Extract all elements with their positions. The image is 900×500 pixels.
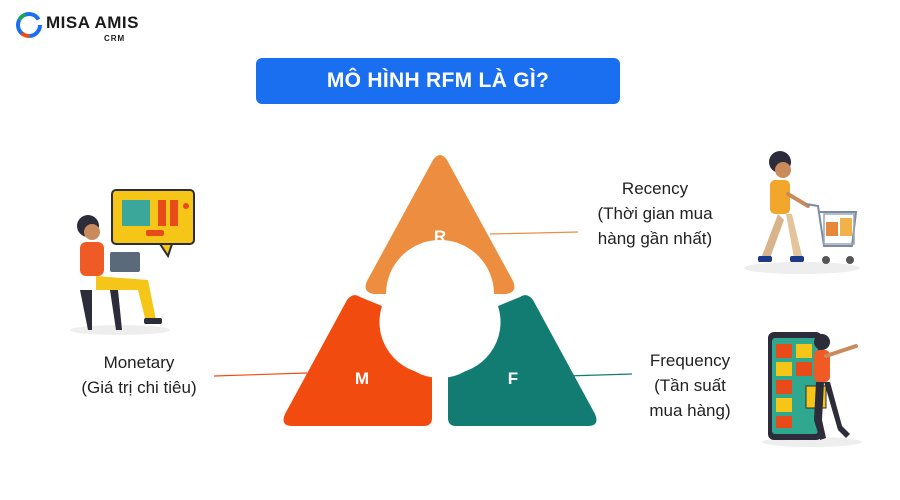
brand-sub: CRM — [104, 34, 126, 43]
caption-frequency-desc-1: (Tần suất — [654, 376, 726, 395]
page-title: MÔ HÌNH RFM LÀ GÌ? — [256, 58, 620, 104]
caption-recency-name: Recency — [621, 179, 689, 198]
caption-recency: Recency (Thời gian mua hàng gần nhất) — [570, 176, 740, 251]
segment-r-letter: R — [434, 227, 446, 246]
misa-logo-icon — [16, 12, 42, 38]
connector-m — [213, 372, 308, 377]
caption-monetary: Monetary (Giá trị chi tiêu) — [56, 350, 222, 400]
connector-r — [489, 231, 579, 235]
caption-recency-desc-1: (Thời gian mua — [597, 204, 713, 223]
caption-frequency-desc-2: mua hàng) — [649, 401, 731, 420]
caption-frequency: Frequency (Tần suất mua hàng) — [620, 348, 760, 423]
shopper-with-cart-illustration — [744, 151, 860, 274]
brand-logo: MISA AMIS CRM — [16, 12, 156, 48]
caption-frequency-name: Frequency — [649, 351, 731, 370]
segment-f — [448, 295, 597, 426]
caption-monetary-desc-1: (Giá trị chi tiêu) — [81, 378, 197, 397]
caption-recency-desc-2: hàng gần nhất) — [597, 229, 713, 248]
segment-m — [283, 295, 432, 426]
mobile-shopping-illustration — [762, 332, 862, 447]
caption-monetary-name: Monetary — [103, 353, 175, 372]
center-circle — [390, 278, 490, 378]
brand-name: MISA AMIS — [46, 13, 139, 32]
segment-r — [365, 155, 515, 294]
connector-f — [565, 373, 633, 377]
online-shopper-laptop-illustration — [70, 189, 195, 335]
segment-f-letter: F — [508, 369, 518, 388]
segment-m-letter: M — [355, 369, 369, 388]
